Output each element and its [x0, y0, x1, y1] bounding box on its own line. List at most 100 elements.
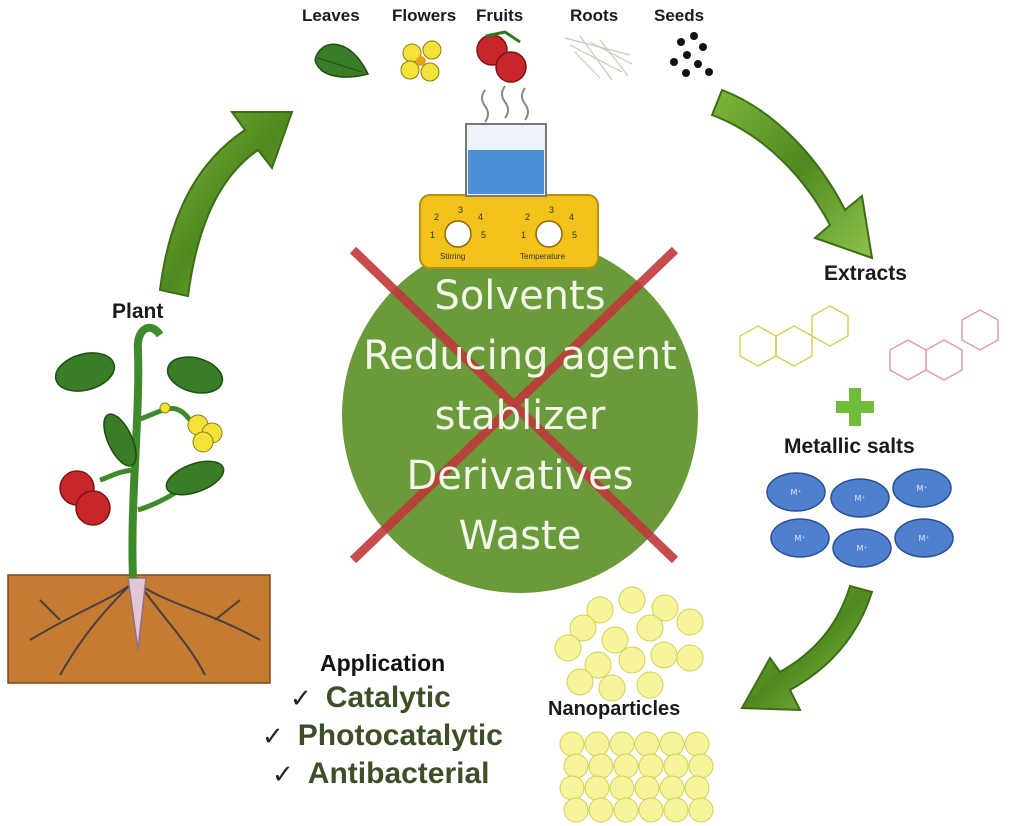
roots-label: Roots	[570, 6, 619, 25]
stirring-dial-3: 3	[458, 205, 464, 215]
plant-label: Plant	[112, 300, 164, 323]
temperature-dial-5: 5	[572, 230, 578, 240]
nanoparticle	[613, 797, 639, 823]
roots-icon	[564, 35, 633, 81]
seeds-icon	[670, 32, 713, 77]
leaves-label: Leaves	[302, 6, 360, 25]
nanoparticle	[559, 775, 585, 801]
nanoparticle	[584, 731, 610, 757]
temperature-dial-2: 2	[525, 212, 531, 222]
seeds-label: Seeds	[654, 6, 705, 25]
temperature-label: Temperature	[520, 252, 565, 261]
nanoparticle	[663, 753, 689, 779]
stirring-label: Stirring	[440, 252, 466, 261]
nanoparticle	[601, 626, 629, 654]
temperature-dial-1: 1	[521, 230, 527, 240]
tomato-fruit-icon	[476, 30, 527, 83]
nanoparticle	[638, 797, 664, 823]
nanoparticle	[609, 775, 635, 801]
nanoparticle	[588, 753, 614, 779]
nanoparticle	[563, 753, 589, 779]
arrow-salts-to-nanoparticles	[740, 584, 874, 712]
aggregated-nanoparticles	[559, 731, 714, 823]
nanoparticle	[598, 674, 626, 702]
nanoparticle	[584, 775, 610, 801]
fruits-label: Fruits	[476, 6, 524, 25]
nanoparticle	[618, 586, 646, 614]
excluded-item: Reducing agent	[363, 333, 677, 379]
application-item-label: Catalytic	[325, 681, 451, 714]
metal-ions-group: M⁺ M⁺ M⁺ M⁺ M⁺ M⁺	[766, 468, 954, 568]
beaker-icon	[465, 123, 547, 197]
stirring-dial-2: 2	[434, 212, 440, 222]
temperature-dial-4: 4	[569, 212, 575, 222]
metal-ion: M⁺	[894, 518, 954, 558]
excluded-item: Derivatives	[406, 453, 634, 499]
metal-ion: M⁺	[766, 472, 826, 512]
nanoparticle	[563, 797, 589, 823]
nanoparticle	[613, 753, 639, 779]
excluded-item: Waste	[458, 513, 582, 559]
nanoparticle	[688, 753, 714, 779]
nanoparticle	[634, 731, 660, 757]
svg-text:M⁺: M⁺	[794, 534, 805, 543]
cross-out-mark	[349, 246, 679, 564]
application-item-label: Photocatalytic	[297, 719, 503, 752]
plant-illustration	[7, 323, 271, 684]
application-item-label: Antibacterial	[307, 757, 490, 790]
svg-text:M⁺: M⁺	[918, 534, 929, 543]
flavonoid-structure-2	[889, 309, 999, 381]
nanoparticle	[636, 671, 664, 699]
steam-icon	[481, 85, 529, 123]
nanoparticle	[663, 797, 689, 823]
nanoparticle	[588, 797, 614, 823]
nanoparticle	[651, 594, 679, 622]
flavonoid-structure-1	[739, 305, 849, 367]
application-panel: Application ✓ Catalytic ✓ Photocatalytic ✓…	[258, 650, 503, 791]
nanoparticle	[559, 731, 585, 757]
nanoparticle	[676, 608, 704, 636]
metal-ion: M⁺	[832, 528, 892, 568]
nanoparticle	[586, 596, 614, 624]
nanoparticle	[688, 797, 714, 823]
nanoparticles-label: Nanoparticles	[548, 698, 681, 720]
nanoparticle	[618, 646, 646, 674]
dispersed-nanoparticles	[554, 586, 704, 702]
nanoparticle	[584, 651, 612, 679]
check-icon: ✓	[290, 683, 312, 713]
application-title: Application	[320, 650, 446, 676]
excluded-item: stablizer	[434, 393, 606, 439]
hotplate-stirrer	[419, 194, 599, 269]
arrow-plant-to-sources	[158, 111, 294, 298]
nanoparticle	[659, 775, 685, 801]
plus-icon	[836, 388, 874, 426]
nanoparticle	[684, 731, 710, 757]
application-item: ✓Antibacterial	[272, 757, 503, 791]
nanoparticle	[659, 731, 685, 757]
excluded-item: Solvents	[434, 273, 606, 319]
nanoparticle	[684, 775, 710, 801]
extracts-label: Extracts	[824, 262, 907, 285]
nanoparticle	[636, 614, 664, 642]
metal-ion: M⁺	[770, 518, 830, 558]
metal-ion: M⁺	[892, 468, 952, 508]
nanoparticle	[638, 753, 664, 779]
nanoparticle	[569, 614, 597, 642]
stirring-dial-4: 4	[478, 212, 484, 222]
arrow-sources-to-extracts	[710, 88, 874, 260]
flowers-label: Flowers	[392, 6, 457, 25]
leaf-icon	[314, 43, 370, 78]
excluded-items-list: Solvents Reducing agent stablizer Deriva…	[340, 266, 700, 566]
metallic-salts-label: Metallic salts	[784, 435, 915, 458]
check-icon: ✓	[262, 721, 284, 751]
nanoparticle	[676, 644, 704, 672]
stirring-dial-1: 1	[430, 230, 436, 240]
nanoparticle	[634, 775, 660, 801]
nanoparticle	[650, 641, 678, 669]
application-item: ✓ Photocatalytic	[262, 719, 503, 753]
flower-icon	[400, 40, 442, 82]
nanoparticle	[554, 634, 582, 662]
svg-text:M⁺: M⁺	[854, 494, 865, 503]
svg-text:M⁺: M⁺	[856, 544, 867, 553]
